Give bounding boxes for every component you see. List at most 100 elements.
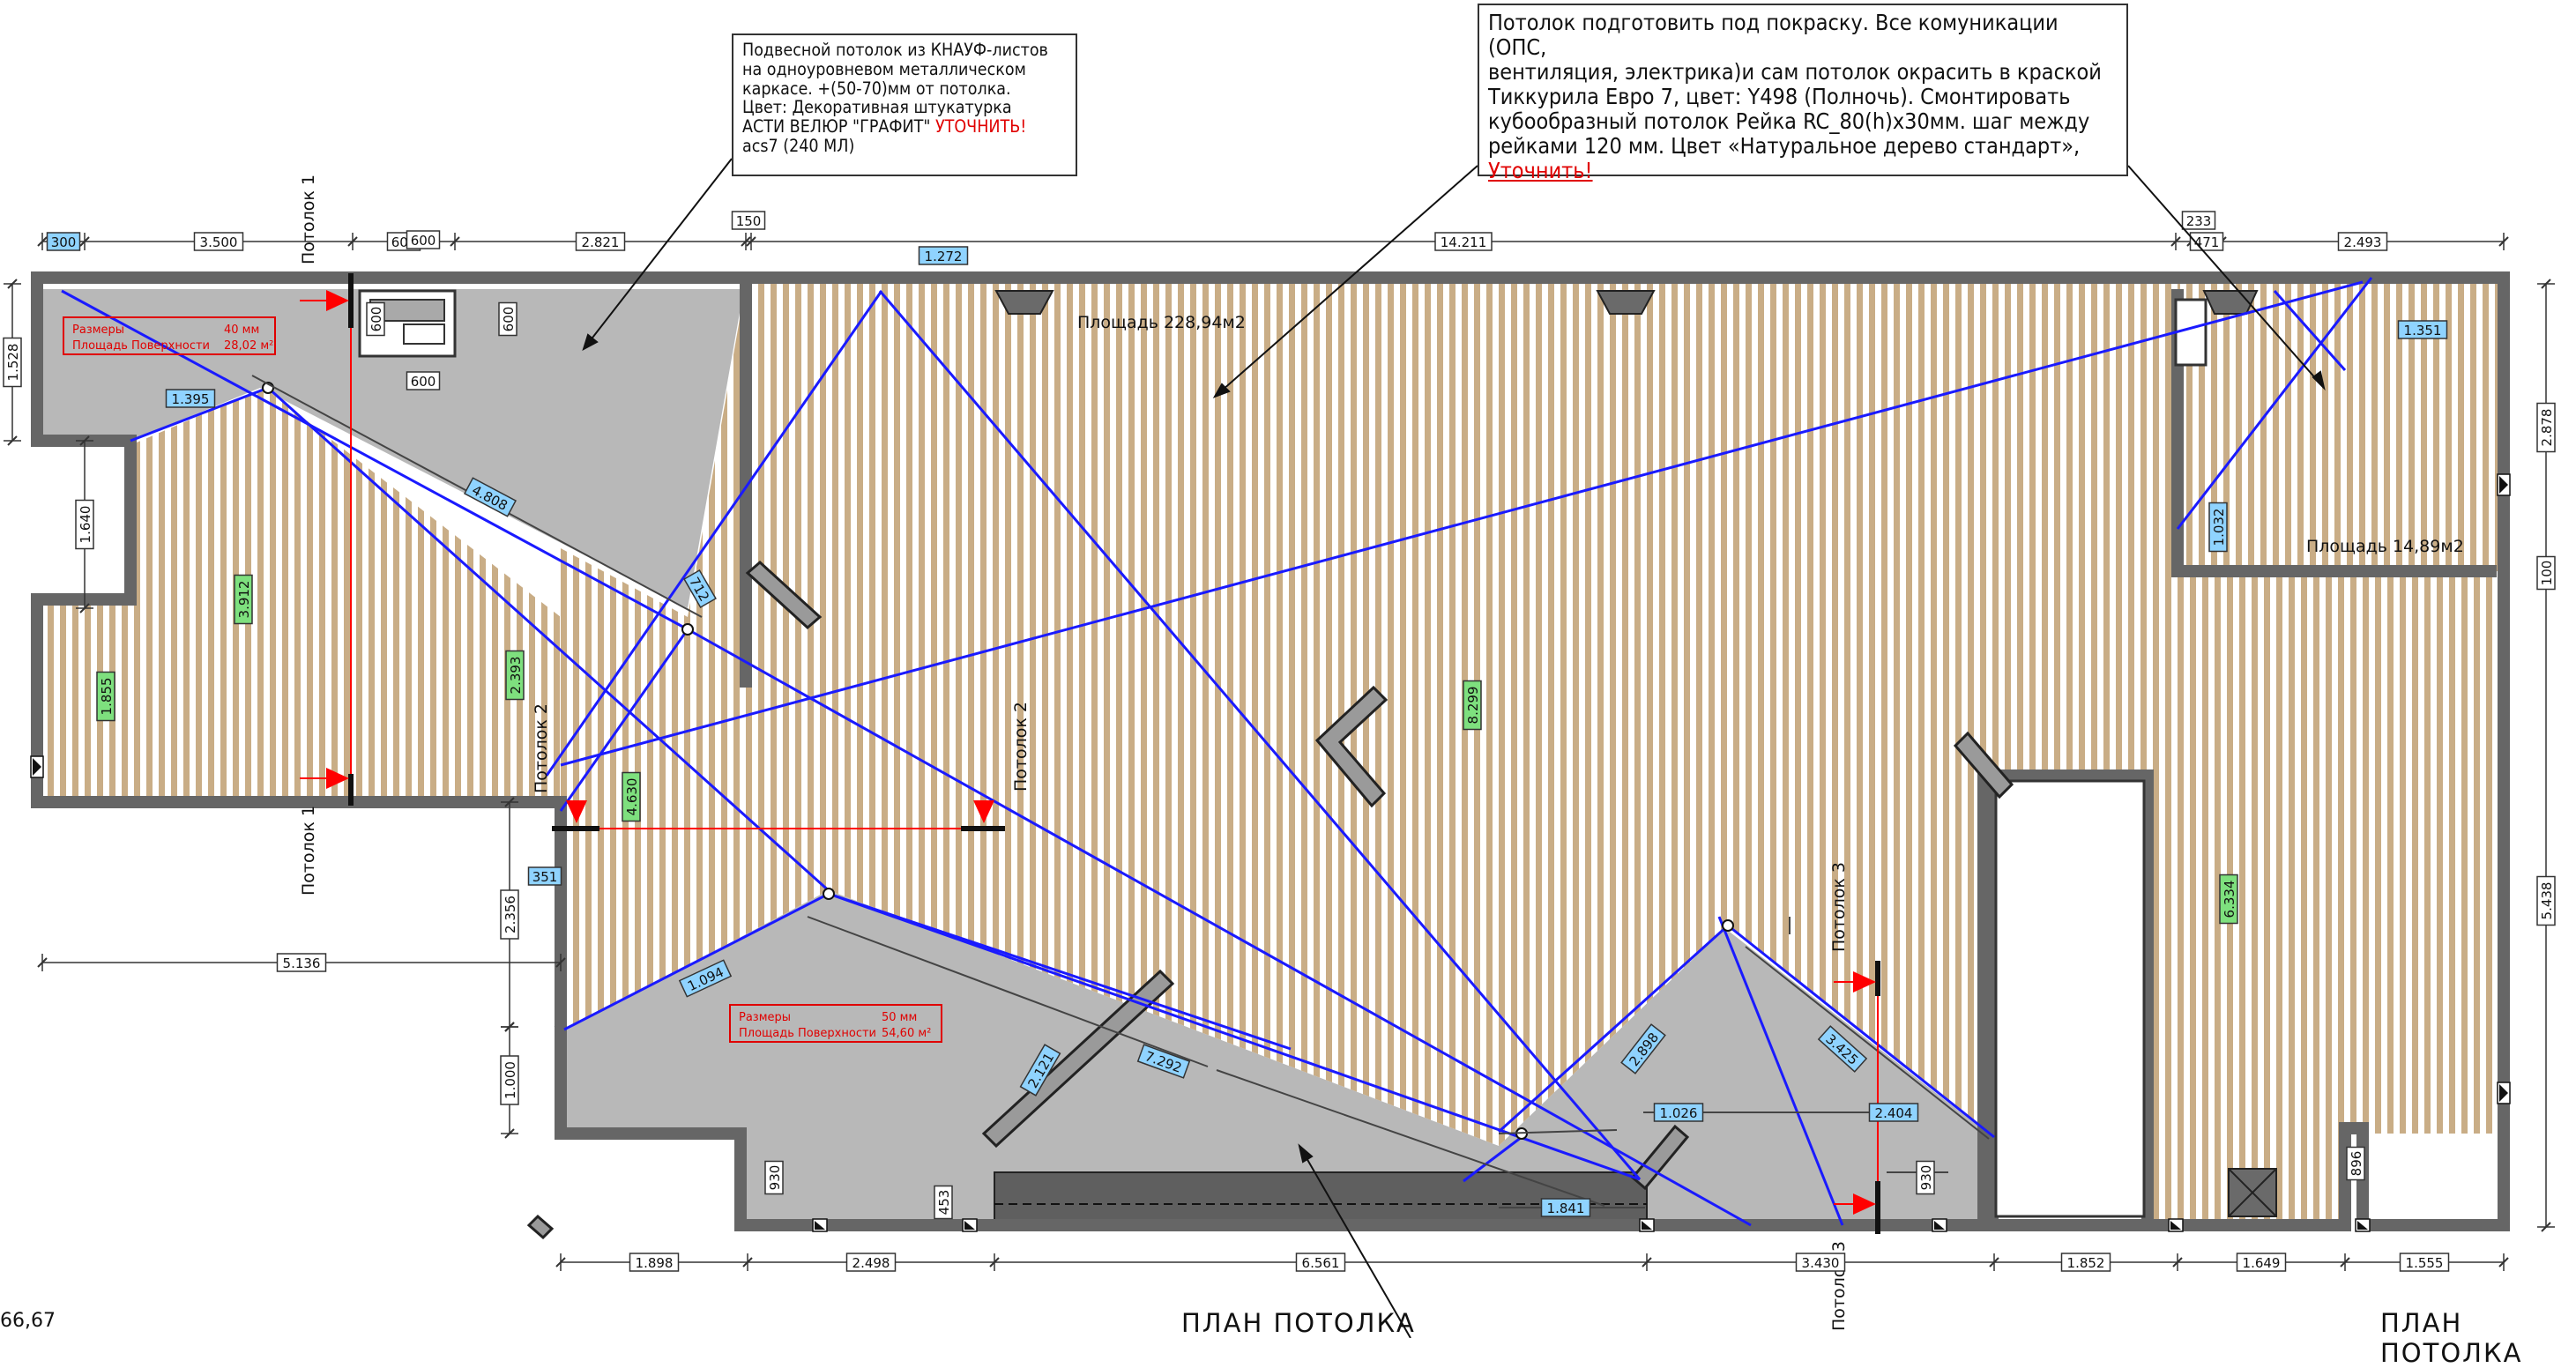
plan-title-right: ПЛАН ПОТОЛКА xyxy=(2380,1308,2523,1368)
ceiling-slat xyxy=(1746,284,1752,1220)
ceiling-slat xyxy=(2289,284,2295,1220)
ceiling-slat xyxy=(2165,284,2171,1220)
ceiling-slat xyxy=(159,388,165,802)
ceiling-slat xyxy=(635,284,641,1220)
ceiling-slat xyxy=(1721,284,1727,1220)
ceiling-slat xyxy=(1227,284,1233,1220)
svg-text:1.640: 1.640 xyxy=(78,506,93,544)
ceiling-slat xyxy=(869,284,875,1220)
ceiling-slat xyxy=(1240,284,1246,1220)
ceiling-slat xyxy=(344,388,350,802)
section-label: Потолок 2 xyxy=(1011,702,1031,792)
ceiling-slat xyxy=(1894,284,1900,1220)
ceiling-slat xyxy=(1202,284,1209,1220)
inner-wall-room xyxy=(2171,289,2497,577)
ceiling-slat xyxy=(1992,284,1999,1220)
ceiling-slat xyxy=(733,284,740,1220)
duct-upper xyxy=(745,560,823,630)
ceiling-slat xyxy=(2211,284,2217,571)
ceiling-slat xyxy=(1104,284,1110,1220)
dimension-label: 5.438 xyxy=(2536,875,2556,926)
ceiling-slat xyxy=(2285,284,2291,571)
ceiling-slat xyxy=(1449,284,1456,1220)
ceiling-slat xyxy=(1277,284,1283,1220)
ceiling-slat xyxy=(2042,284,2048,1220)
dimension-label: 3.912 xyxy=(234,574,253,625)
ceiling-slat xyxy=(356,388,362,802)
ceiling-slat xyxy=(369,388,375,802)
ceiling-slat xyxy=(1017,284,1024,1220)
ceiling-slat xyxy=(294,388,301,802)
ceiling-slat xyxy=(1388,284,1394,1220)
ceiling-slat xyxy=(2066,284,2073,1220)
ceiling-slat xyxy=(1079,284,1085,1220)
ceiling-slat xyxy=(1301,284,1307,1220)
ceiling-slat xyxy=(771,284,777,1220)
ceiling-slat xyxy=(455,388,461,802)
ceiling-slat xyxy=(146,388,153,802)
ceiling-slat xyxy=(2252,284,2258,1220)
ceiling-slat xyxy=(1437,284,1443,1220)
ceiling-slat xyxy=(1795,284,1801,1220)
ceiling-slat xyxy=(1844,284,1850,1220)
ceiling-slat xyxy=(2400,284,2406,1220)
ceiling-slat xyxy=(2474,284,2480,1220)
svg-text:600: 600 xyxy=(411,374,436,390)
note-knauf-ceiling: Подвесной потолок из КНАУФ-листов на одн… xyxy=(732,33,1077,176)
svg-text:100: 100 xyxy=(2539,561,2555,586)
area-main-label: Площадь 228,94м2 xyxy=(1077,313,1246,332)
ceiling-slat xyxy=(2437,284,2443,1220)
ceiling-slat xyxy=(1486,284,1493,1220)
ceiling-slat xyxy=(2276,284,2282,1220)
dimension-label: 14.211 xyxy=(1434,232,1493,251)
dimension-label: 600 xyxy=(406,371,441,390)
svg-text:1.395: 1.395 xyxy=(172,391,210,407)
ceiling-slat xyxy=(2297,284,2304,571)
dimension-label: 600 xyxy=(366,301,385,337)
ceiling-slat xyxy=(2239,284,2245,1220)
svg-text:1.841: 1.841 xyxy=(1547,1201,1585,1216)
ceiling-slat xyxy=(2433,284,2439,571)
ceiling-slat xyxy=(1943,284,1949,1220)
ceiling-slat xyxy=(1906,284,1912,1220)
ceiling-slat xyxy=(220,388,227,802)
note2-line1: Потолок подготовить под покраску. Все ко… xyxy=(1488,10,2059,60)
ceiling-slat xyxy=(2227,284,2233,1220)
ceiling-slat xyxy=(257,388,264,802)
dimension-label: 1.395 xyxy=(165,389,216,408)
ceiling-slat xyxy=(746,284,752,1220)
svg-text:1.898: 1.898 xyxy=(636,1255,674,1271)
ceiling-slat xyxy=(2483,284,2489,571)
ceiling-slat xyxy=(1560,284,1567,1220)
dimension-label: 2.356 xyxy=(500,889,519,940)
dimension-label: 930 xyxy=(1916,1160,1935,1195)
ceiling-slat xyxy=(1116,284,1122,1220)
svg-text:50 мм: 50 мм xyxy=(882,1011,917,1024)
dimension-label: 5.136 xyxy=(276,953,327,972)
ceiling-slat xyxy=(1165,284,1172,1220)
svg-text:1.555: 1.555 xyxy=(2406,1255,2444,1271)
ceiling-slat xyxy=(2202,284,2208,1220)
ceiling-slat xyxy=(183,388,190,802)
ceiling-slat xyxy=(1955,284,1962,1220)
ceiling-slat xyxy=(331,388,338,802)
dimension-label: 1.026 xyxy=(1653,1103,1704,1122)
ceiling-slat xyxy=(517,388,523,802)
ceiling-slat xyxy=(196,388,202,802)
ceiling-slat xyxy=(1659,284,1665,1220)
ceiling-slat xyxy=(1610,284,1616,1220)
ceiling-slat xyxy=(282,388,288,802)
ceiling-slat xyxy=(443,388,449,802)
ceiling-slat xyxy=(1733,284,1739,1220)
svg-text:896: 896 xyxy=(2349,1151,2364,1177)
dimension-label: 3.500 xyxy=(193,232,244,251)
inner-wall-door xyxy=(1994,770,2154,1220)
note1-line3: каркасе. +(50-70)мм от потолка. xyxy=(742,78,1011,99)
ceiling-slat xyxy=(1178,284,1184,1220)
note1-line5: АСТИ ВЕЛЮР "ГРАФИТ" УТОЧНИТЬ! xyxy=(742,116,1027,138)
section-label: Потолок 2 xyxy=(532,703,551,793)
duct-lower-1 xyxy=(981,969,1175,1149)
spec-box-lower: Размеры 50 мм Площадь Поверхности 54,60 … xyxy=(729,1004,942,1043)
svg-text:28,02 м²: 28,02 м² xyxy=(224,339,273,353)
